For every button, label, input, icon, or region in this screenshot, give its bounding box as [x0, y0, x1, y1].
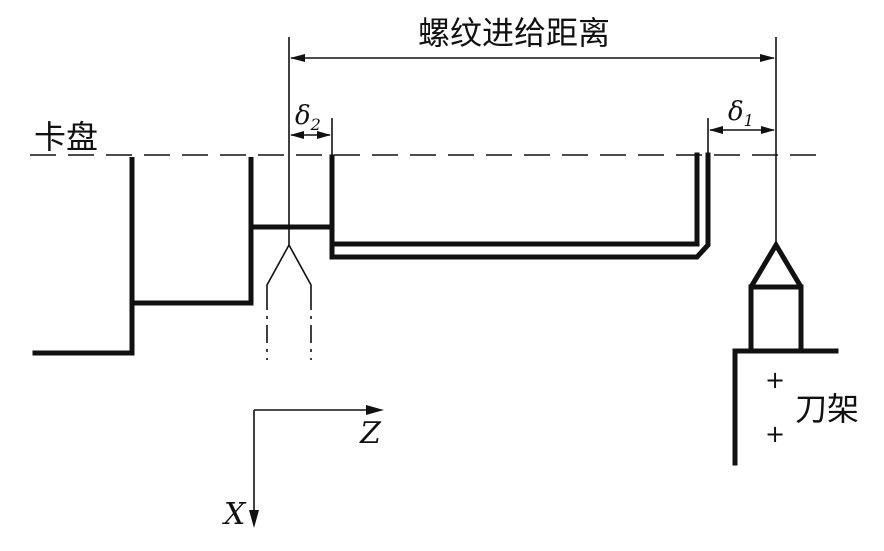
z-axis-label: Z	[359, 416, 382, 451]
right-tool-body	[748, 240, 804, 354]
z-axis-arrow	[366, 405, 384, 415]
left-tool-tip	[266, 243, 312, 292]
delta2-arrow-right	[317, 131, 331, 139]
feed-distance-arrow-right	[760, 54, 775, 62]
tool-holder	[732, 348, 839, 466]
x-axis-label: X	[222, 497, 247, 532]
thread-outer-line	[329, 152, 711, 260]
feed-distance-arrow-left	[290, 54, 305, 62]
tool-holder-label: 刀架	[795, 390, 859, 428]
delta1-arrow-right	[761, 126, 775, 134]
plus-mark-top: +	[765, 366, 785, 394]
delta2-arrow-left	[290, 131, 304, 139]
chuck-label: 卡盘	[34, 118, 98, 156]
workpiece-profile	[32, 154, 335, 356]
delta2-label: δ2	[295, 101, 321, 134]
plus-mark-bottom: +	[765, 420, 785, 448]
feed-distance-label: 螺纹进给距离	[418, 14, 610, 52]
delta1-label: δ1	[728, 97, 754, 130]
thread-inner-line	[332, 152, 700, 247]
x-axis-arrow	[249, 510, 259, 528]
delta1-arrow-left	[709, 126, 723, 134]
